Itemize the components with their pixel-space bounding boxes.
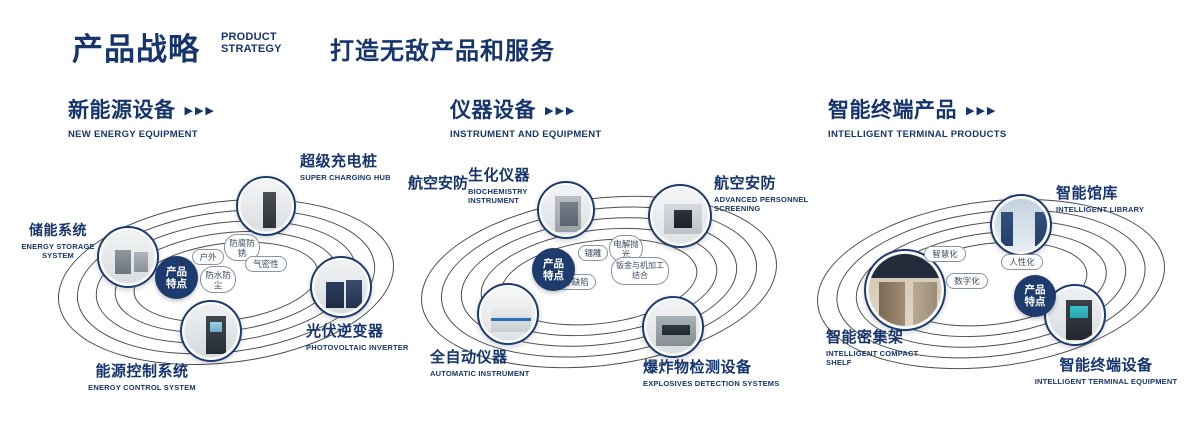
section-subtitle: INTELLIGENT TERMINAL PRODUCTS xyxy=(828,129,1007,140)
label-zh: 智能密集架 xyxy=(826,329,904,346)
label-en: ENERGY CONTROL SYSTEM xyxy=(88,383,196,392)
badge-line1: 产品 xyxy=(543,257,564,270)
feature-tag: 户外 xyxy=(192,249,224,265)
label-zh: 爆炸物检测设备 xyxy=(643,359,752,376)
node-photovoltaic-inverter xyxy=(310,256,372,318)
section-subtitle: NEW ENERGY EQUIPMENT xyxy=(68,129,198,140)
page-subtitle-line1: PRODUCT xyxy=(221,31,277,43)
explosives-detection-photo xyxy=(647,301,699,353)
pv-inverter-photo xyxy=(315,261,367,313)
label-zh: 储能系统 xyxy=(29,222,87,238)
node-explosives-detection xyxy=(642,296,704,358)
label-en: EXPLOSIVES DETECTION SYSTEMS xyxy=(643,379,780,388)
label-en: INTELLIGENT COMPACT SHELF xyxy=(826,349,919,367)
label-zh: 全自动仪器 xyxy=(430,349,508,366)
page-tagline: 打造无敌产品和服务 xyxy=(330,38,555,65)
product-features-badge: 产品 特点 xyxy=(1014,275,1056,317)
label-automatic-instrument: 全自动仪器 AUTOMATIC INSTRUMENT xyxy=(430,346,542,378)
label-intelligent-compact-shelf: 智能密集架 INTELLIGENT COMPACT SHELF xyxy=(826,326,932,367)
energy-control-photo xyxy=(185,305,237,357)
node-intelligent-library xyxy=(990,194,1052,256)
badge-line2: 特点 xyxy=(543,269,564,282)
feature-tag: 气密性 xyxy=(245,256,287,272)
label-en: ADVANCED PERSONNEL SCREENING xyxy=(714,195,809,213)
badge-line2: 特点 xyxy=(166,277,187,290)
label-aviation-security: 航空安防 xyxy=(408,175,469,192)
label-photovoltaic-inverter: 光伏逆变器 PHOTOVOLTAIC INVERTER xyxy=(306,320,436,352)
energy-storage-photo xyxy=(102,231,154,283)
label-en: ENERGY STORAGE SYSTEM xyxy=(21,242,95,260)
label-intelligent-library: 智能馆库 INTELLIGENT LIBRARY xyxy=(1056,182,1176,214)
feature-tag: 钣金与机加工结合 xyxy=(611,257,669,285)
intelligent-terminal-photo xyxy=(1049,289,1101,341)
feature-tag: 智慧化 xyxy=(924,246,966,262)
section-title: 智能终端产品 xyxy=(828,99,957,122)
personnel-screening-photo xyxy=(653,189,707,243)
label-en: SUPER CHARGING HUB xyxy=(300,173,391,182)
label-personnel-screening: 航空安防 ADVANCED PERSONNEL SCREENING xyxy=(714,172,826,213)
label-energy-control: 能源控制系统 ENERGY CONTROL SYSTEM xyxy=(80,360,204,392)
compact-shelf-photo xyxy=(869,254,941,326)
label-zh: 光伏逆变器 xyxy=(306,323,384,340)
label-intelligent-terminal: 智能终端设备 INTELLIGENT TERMINAL EQUIPMENT xyxy=(1030,354,1182,386)
label-en: INTELLIGENT LIBRARY xyxy=(1056,205,1145,214)
page-title: 产品战略 xyxy=(72,32,200,67)
triple-arrow-icon: ▶▶▶ xyxy=(184,105,216,117)
node-super-charging-hub xyxy=(236,176,296,236)
product-features-badge: 产品 特点 xyxy=(155,256,198,299)
charging-hub-photo xyxy=(241,181,291,231)
page-subtitle: PRODUCT STRATEGY xyxy=(221,31,282,55)
feature-tag: 人性化 xyxy=(1001,254,1043,270)
badge-line1: 产品 xyxy=(166,265,187,278)
label-en: PHOTOVOLTAIC INVERTER xyxy=(306,343,409,352)
label-en: INTELLIGENT TERMINAL EQUIPMENT xyxy=(1034,377,1178,386)
label-zh: 能源控制系统 xyxy=(95,363,189,380)
automatic-instrument-photo xyxy=(482,288,534,340)
intelligent-library-photo xyxy=(995,199,1047,251)
feature-tag: 防腐防锈 xyxy=(224,234,260,261)
section-header-instruments: 仪器设备 ▶▶▶ INSTRUMENT AND EQUIPMENT xyxy=(450,94,601,140)
label-biochemistry-instrument: 生化仪器 BIOCHEMISTRY INSTRUMENT xyxy=(468,164,554,205)
section-header-intelligent-terminal: 智能终端产品 ▶▶▶ INTELLIGENT TERMINAL PRODUCTS xyxy=(828,94,1006,140)
node-personnel-screening xyxy=(648,184,712,248)
feature-tag: 数字化 xyxy=(946,273,988,289)
product-features-badge: 产品 特点 xyxy=(532,248,575,291)
node-automatic-instrument xyxy=(477,283,539,345)
node-biochemistry-instrument xyxy=(537,181,595,239)
label-en: BIOCHEMISTRY INSTRUMENT xyxy=(468,187,528,205)
label-super-charging-hub: 超级充电桩 SUPER CHARGING HUB xyxy=(300,150,420,182)
badge-line1: 产品 xyxy=(1024,284,1046,296)
page-subtitle-line2: STRATEGY xyxy=(221,43,282,55)
biochemistry-instrument-photo xyxy=(542,186,590,234)
triple-arrow-icon: ▶▶▶ xyxy=(545,105,577,117)
node-intelligent-compact-shelf xyxy=(864,249,946,331)
label-energy-storage: 储能系统 ENERGY STORAGE SYSTEM xyxy=(20,220,96,260)
node-energy-control xyxy=(180,300,242,362)
label-zh: 智能终端设备 xyxy=(1059,357,1153,374)
section-title: 仪器设备 xyxy=(450,99,536,122)
section-subtitle: INSTRUMENT AND EQUIPMENT xyxy=(450,129,602,140)
label-en: AUTOMATIC INSTRUMENT xyxy=(430,369,530,378)
label-zh: 超级充电桩 xyxy=(300,153,378,170)
badge-line2: 特点 xyxy=(1024,296,1046,308)
label-zh: 生化仪器 xyxy=(468,167,531,184)
section-header-new-energy: 新能源设备 ▶▶▶ NEW ENERGY EQUIPMENT xyxy=(68,94,216,140)
label-zh: 智能馆库 xyxy=(1056,185,1119,202)
node-intelligent-terminal xyxy=(1044,284,1106,346)
feature-tag: 镭雕 xyxy=(578,245,608,261)
label-zh: 航空安防 xyxy=(714,175,777,192)
triple-arrow-icon: ▶▶▶ xyxy=(966,105,998,117)
node-energy-storage xyxy=(97,226,159,288)
feature-tag: 防水防尘 xyxy=(200,266,236,293)
section-title: 新能源设备 xyxy=(68,99,176,122)
label-explosives-detection: 爆炸物检测设备 EXPLOSIVES DETECTION SYSTEMS xyxy=(643,356,783,388)
